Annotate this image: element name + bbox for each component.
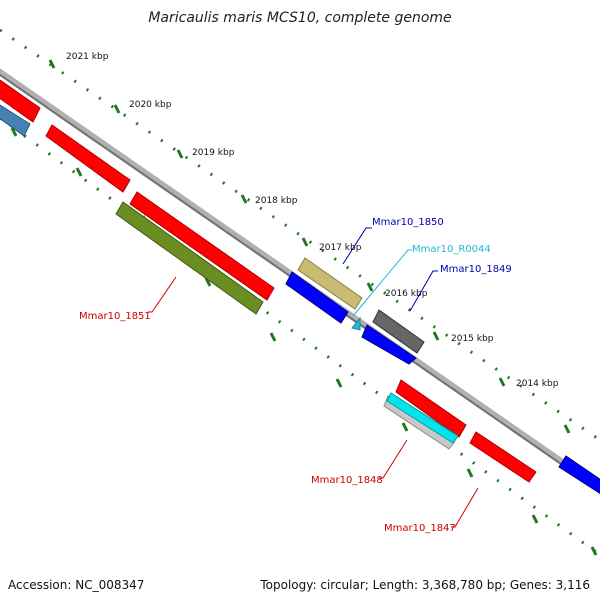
gene-label-mmar10-1849[interactable]: Mmar10_1849	[440, 264, 512, 275]
rna-feature-cyan[interactable]	[351, 316, 361, 331]
kbp-label: 2020 kbp	[129, 100, 172, 110]
inner-major-ticks	[10, 127, 598, 556]
inner-tick-track	[0, 116, 600, 557]
gene-feature-olive[interactable]	[115, 201, 264, 315]
topology-summary-text: Topology: circular; Length: 3,368,780 bp…	[260, 578, 590, 592]
reverse-strand-features	[383, 379, 600, 496]
kbp-label: 2015 kbp	[451, 334, 494, 344]
outer-major-ticks	[48, 59, 571, 434]
gene-feature-steelblue[interactable]	[0, 104, 31, 137]
kbp-label: 2014 kbp	[516, 379, 559, 389]
outer-tick-track	[0, 28, 600, 442]
gene-feature-blue[interactable]	[558, 455, 600, 496]
forward-strand-features	[0, 79, 425, 365]
gene-label-mmar10-1851[interactable]: Mmar10_1851	[79, 311, 151, 322]
kbp-label: 2021 kbp	[66, 52, 109, 62]
gene-feature-cyan[interactable]	[386, 392, 459, 444]
label-leaders	[148, 227, 479, 528]
accession-text: Accession: NC_008347	[8, 578, 145, 592]
gene-feature-gray[interactable]	[372, 309, 425, 354]
gene-label-mmar10-1850[interactable]: Mmar10_1850	[372, 217, 444, 228]
gene-feature-blue[interactable]	[285, 271, 349, 324]
kbp-label: 2017 kbp	[319, 243, 362, 253]
kbp-label: 2016 kbp	[385, 289, 428, 299]
gene-feature-red[interactable]	[45, 124, 131, 193]
gene-feature-red[interactable]	[0, 79, 41, 123]
gene-feature-red[interactable]	[395, 379, 467, 438]
gene-feature-khaki[interactable]	[297, 257, 363, 310]
gene-label-mmar10-r0044[interactable]: Mmar10_R0044	[412, 244, 491, 255]
gene-feature-red[interactable]	[469, 431, 537, 483]
gene-feature-blue[interactable]	[361, 324, 417, 365]
gene-label-mmar10-1848[interactable]: Mmar10_1848	[311, 475, 383, 486]
gene-feature-red[interactable]	[129, 191, 275, 301]
gene-label-mmar10-1847[interactable]: Mmar10_1847	[384, 523, 456, 534]
kbp-label: 2019 kbp	[192, 148, 235, 158]
kbp-label: 2018 kbp	[255, 196, 298, 206]
map-title: Maricaulis maris MCS10, complete genome	[148, 10, 452, 26]
